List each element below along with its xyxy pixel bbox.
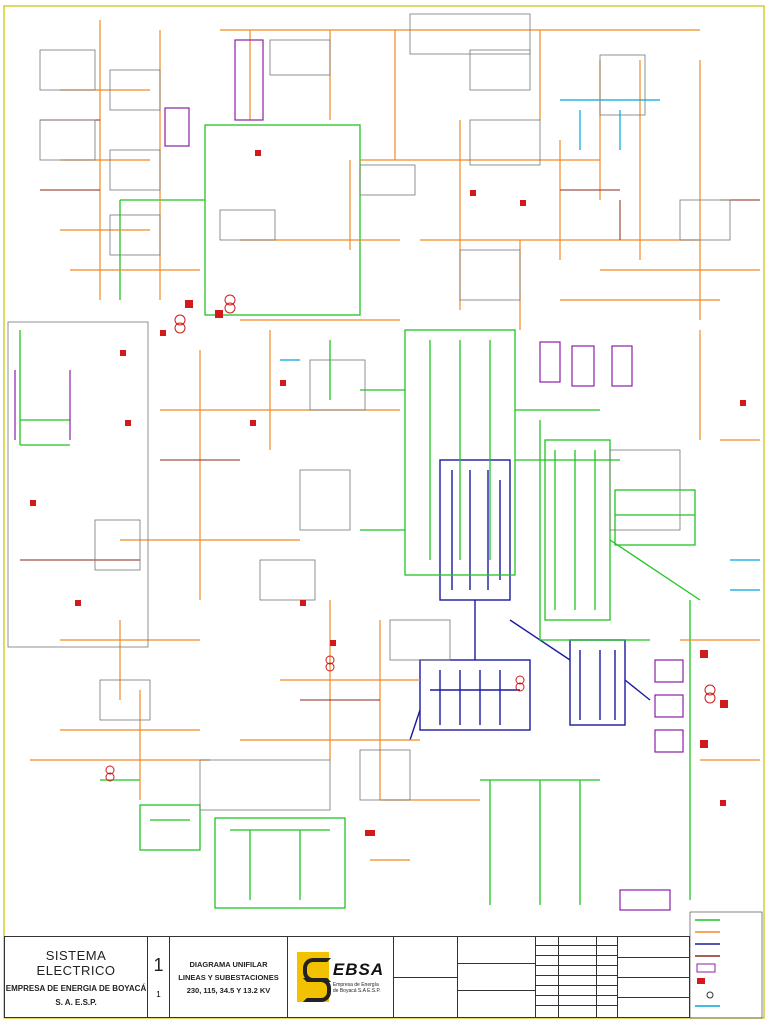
company-sa: S. A. E.S.P. xyxy=(55,997,97,1007)
diagram-cell: DIAGRAMA UNIFILAR LINEAS Y SUBESTACIONES… xyxy=(169,937,287,1017)
logo-word: EBSA xyxy=(332,960,385,979)
network-230kv xyxy=(409,459,651,741)
network-13-2kv xyxy=(20,119,760,701)
sheet-border xyxy=(3,5,765,1019)
sheet-number: 1 xyxy=(153,955,164,975)
distribution-cell xyxy=(393,937,457,1017)
system-cell: SISTEMA ELECTRICO EMPRESA DE ENERGIA DE … xyxy=(5,937,147,1017)
equipment-markers xyxy=(30,150,746,836)
approval-cell xyxy=(617,937,689,1017)
logo-cell: EBSA Empresa de Energía de Boyacá S.A E.… xyxy=(287,937,393,1017)
department-cell xyxy=(457,937,535,1017)
diagram-subtitle: LINEAS Y SUBESTACIONES xyxy=(178,972,279,982)
title-block: SISTEMA ELECTRICO EMPRESA DE ENERGIA DE … xyxy=(4,936,690,1018)
logo-subtitle-1: Empresa de Energía xyxy=(332,982,379,988)
company-name: EMPRESA DE ENERGIA DE BOYACÁ xyxy=(5,983,147,993)
legend-panel xyxy=(689,911,763,1019)
diagram-title: DIAGRAMA UNIFILAR xyxy=(189,959,268,969)
transformer-symbols xyxy=(105,294,716,782)
network-115kv xyxy=(19,124,701,909)
diagram-voltages: 230, 115, 34.5 Y 13.2 KV xyxy=(186,985,271,995)
network-34-5kv xyxy=(30,20,760,861)
revision-table xyxy=(535,937,617,1017)
sheet-of: 1 xyxy=(156,990,161,999)
system-title: SISTEMA ELECTRICO xyxy=(36,947,116,978)
substation-boxes xyxy=(7,13,731,811)
special-buses xyxy=(14,39,760,911)
logo-subtitle-2: de Boyacá S.A E.S.P. xyxy=(332,988,381,994)
ebsa-logo-icon xyxy=(296,952,331,1002)
sheet-cell: 1 1 xyxy=(147,937,169,1017)
